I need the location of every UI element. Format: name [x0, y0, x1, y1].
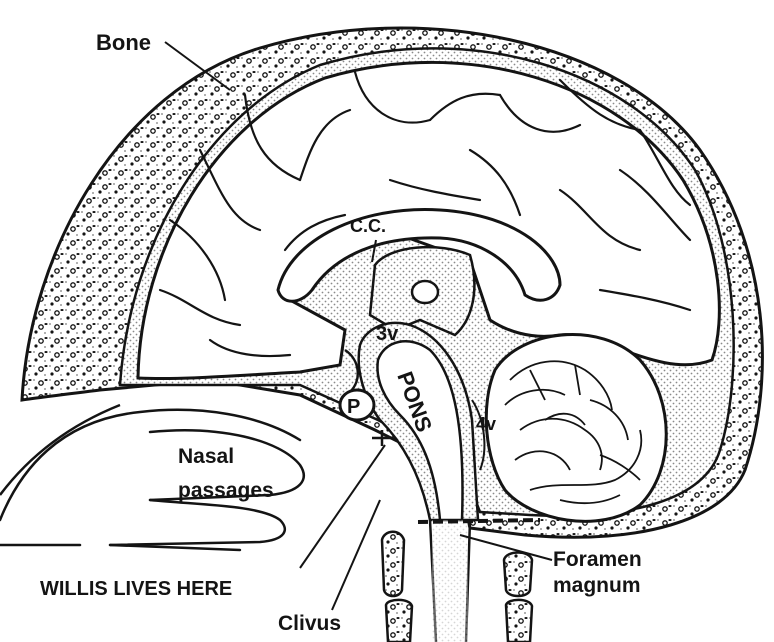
label-pituitary: P: [347, 396, 360, 418]
label-fourth-ventricle: 4v: [476, 414, 496, 434]
massa-intermedia: [412, 281, 438, 303]
clivus-leader: [332, 500, 380, 610]
label-clivus: Clivus: [278, 612, 341, 635]
label-willis: WILLIS LIVES HERE: [40, 578, 232, 600]
cerebellum: [486, 335, 666, 522]
label-foramen-line2: magnum: [553, 574, 641, 597]
label-foramen-line1: Foramen: [553, 548, 642, 571]
label-corpus-callosum: C.C.: [350, 216, 386, 236]
label-third-ventricle: 3v: [376, 323, 399, 345]
spinal-canal: [432, 520, 468, 642]
willis-leader: [300, 445, 385, 568]
label-nasal-line1: Nasal: [178, 445, 234, 468]
label-bone: Bone: [96, 30, 151, 55]
label-nasal-line2: passages: [178, 479, 274, 502]
